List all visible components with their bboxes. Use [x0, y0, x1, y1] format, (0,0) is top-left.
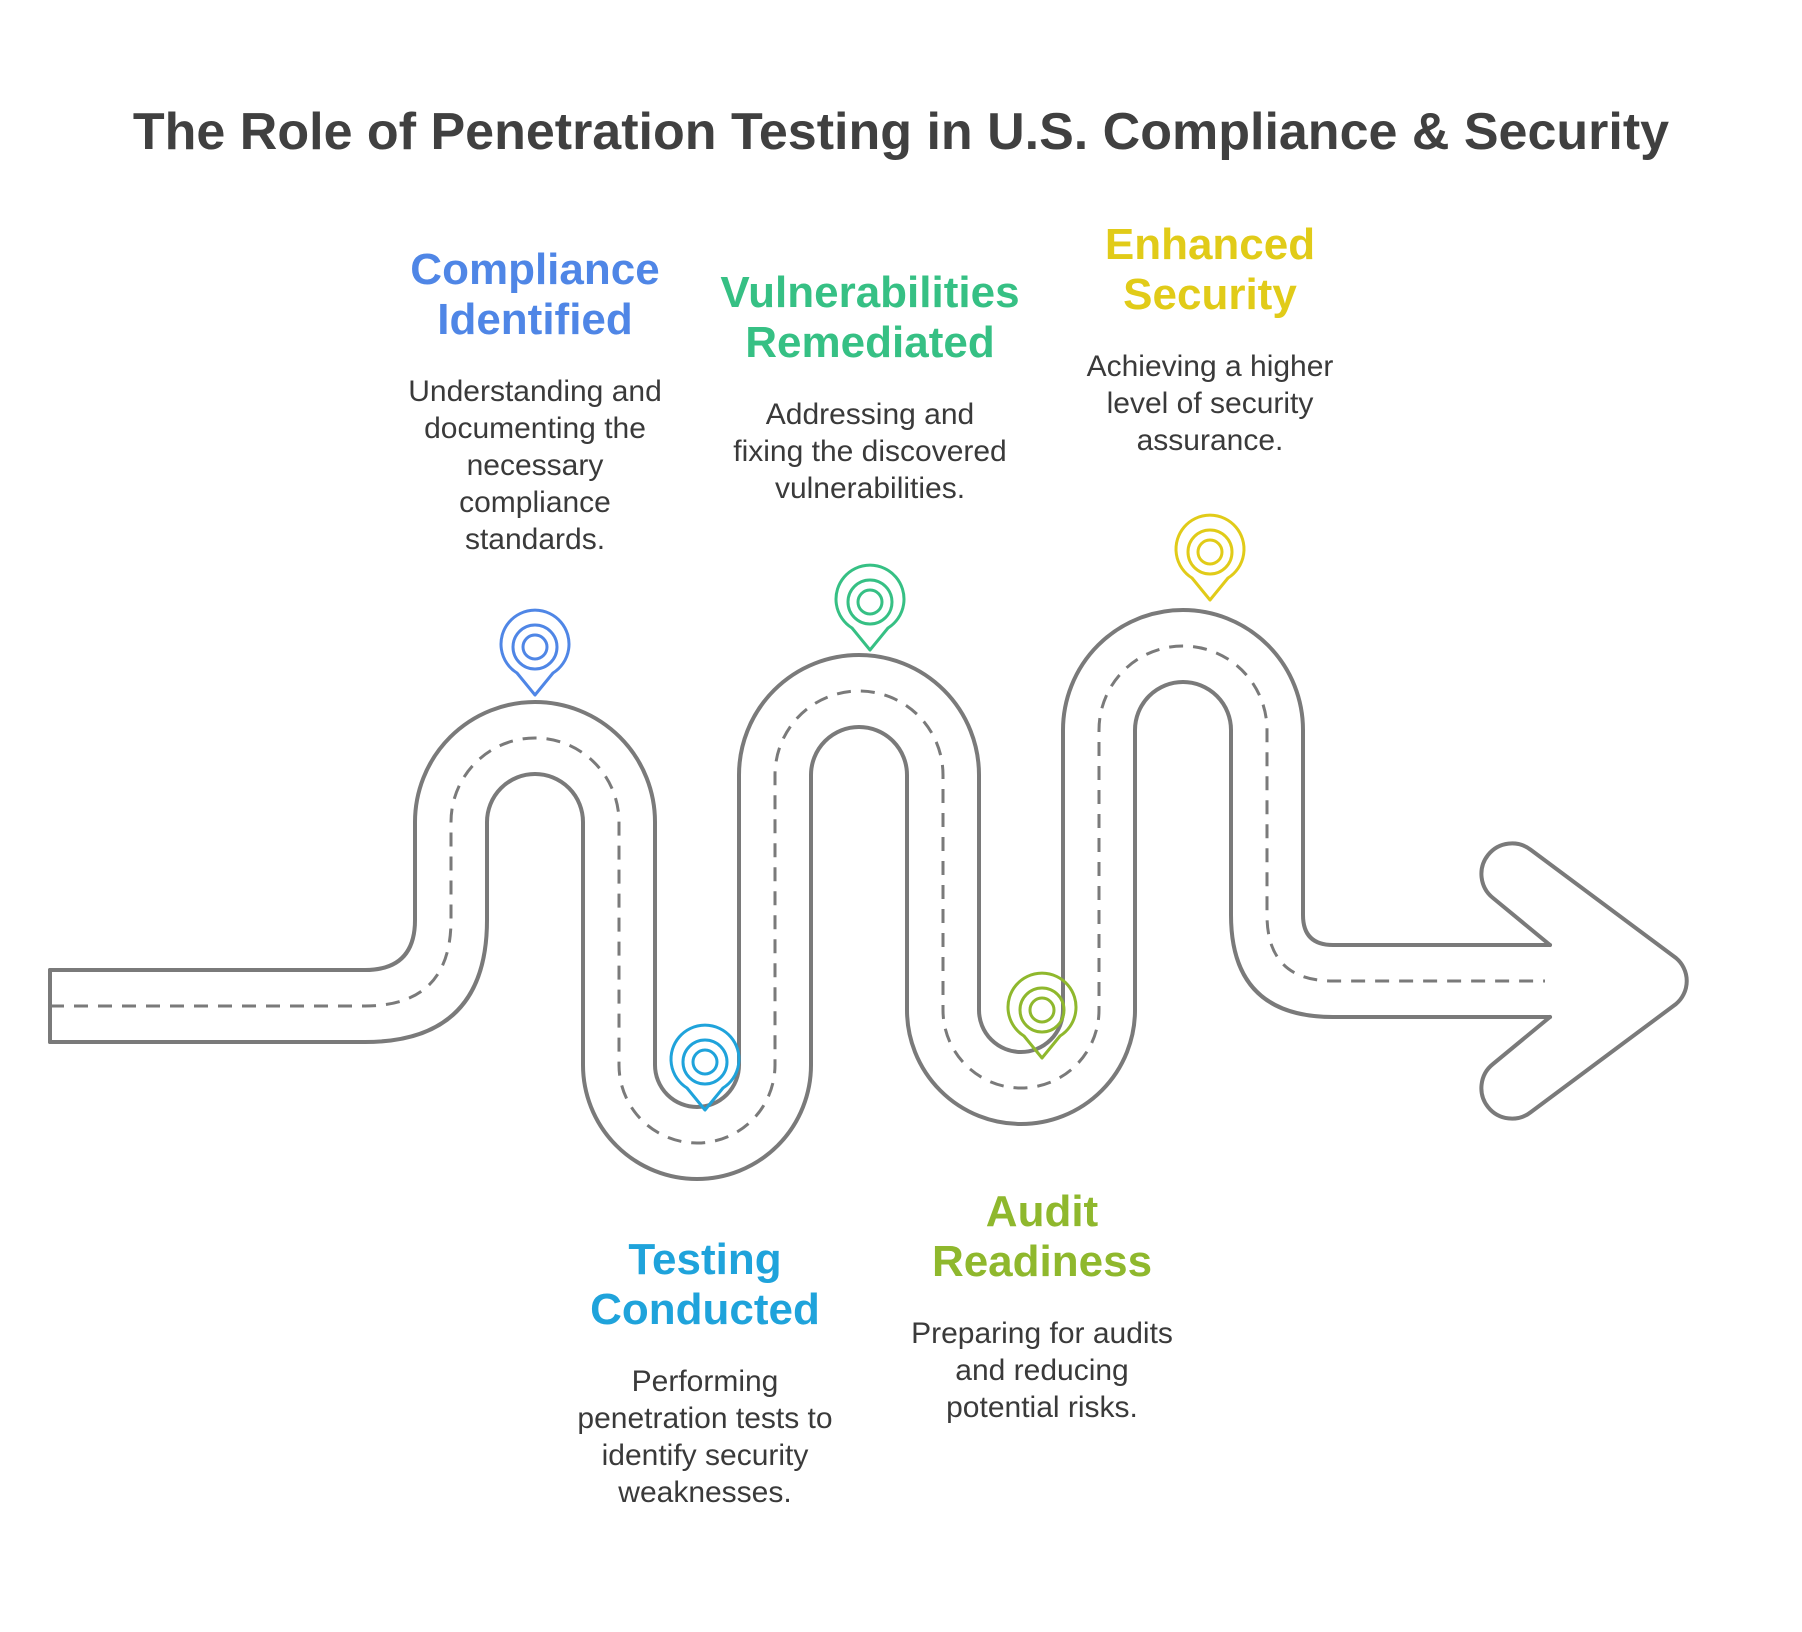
- step-title-line: Testing: [628, 1235, 782, 1284]
- step-title-line: Vulnerabilities: [720, 268, 1020, 317]
- step-description-line: weaknesses.: [618, 1476, 792, 1509]
- step-description-line: necessary: [466, 449, 604, 482]
- step-title-line: Security: [1123, 270, 1297, 319]
- step-title-line: Audit: [985, 1187, 1099, 1236]
- step-description-line: compliance: [459, 486, 611, 519]
- step-description-line: documenting the: [424, 412, 646, 445]
- step-description-line: standards.: [464, 523, 606, 556]
- step-title-line: Compliance: [410, 245, 660, 294]
- step-description-line: Understanding and: [408, 375, 662, 408]
- step-3-location-pin-icon: [834, 563, 906, 652]
- step-description-line: fixing the discovered: [733, 435, 1007, 468]
- road-center-line: [50, 644, 1545, 1145]
- road-inner-edge: [48, 680, 1552, 1181]
- step-title-line: Enhanced: [1104, 220, 1316, 269]
- step-description-line: potential risks.: [946, 1391, 1138, 1424]
- step-description-line: and reducing: [955, 1354, 1129, 1387]
- step-description-line: Performing: [631, 1365, 779, 1398]
- step-1-description: Understanding and documenting the necessar…: [335, 373, 735, 558]
- step-description-line: Addressing and: [765, 398, 975, 431]
- road-arrow-head-icon: [1479, 841, 1689, 1121]
- step-4-location-pin-icon: [1006, 971, 1078, 1060]
- step-description-line: penetration tests to: [577, 1402, 833, 1435]
- step-description-line: Achieving a higher: [1086, 350, 1334, 383]
- step-title-line: Readiness: [931, 1237, 1153, 1286]
- step-title-line: Conducted: [590, 1285, 820, 1334]
- step-4-description: Preparing for audits and reducing potentia…: [842, 1315, 1242, 1426]
- step-1-location-pin-icon: [499, 608, 571, 697]
- step-description-line: Preparing for audits: [911, 1317, 1173, 1350]
- step-description-line: assurance.: [1136, 424, 1284, 457]
- road-outer-edge: [48, 608, 1552, 1109]
- step-2-description: Performing penetration tests to identify s…: [505, 1363, 905, 1511]
- step-title-line: Remediated: [745, 318, 995, 367]
- step-3-description: Addressing and fixing the discovered vulne…: [670, 396, 1070, 507]
- step-description-line: level of security: [1106, 387, 1314, 420]
- step-5-description: Achieving a higher level of security assur…: [1010, 348, 1410, 459]
- diagram-title: The Role of Penetration Testing in U.S. …: [132, 103, 1670, 161]
- step-5-location-pin-icon: [1174, 513, 1246, 602]
- step-description-line: vulnerabilities.: [774, 472, 966, 505]
- step-title-line: Identified: [437, 295, 633, 344]
- step-description-line: identify security: [601, 1439, 809, 1472]
- step-2-location-pin-icon: [669, 1023, 741, 1112]
